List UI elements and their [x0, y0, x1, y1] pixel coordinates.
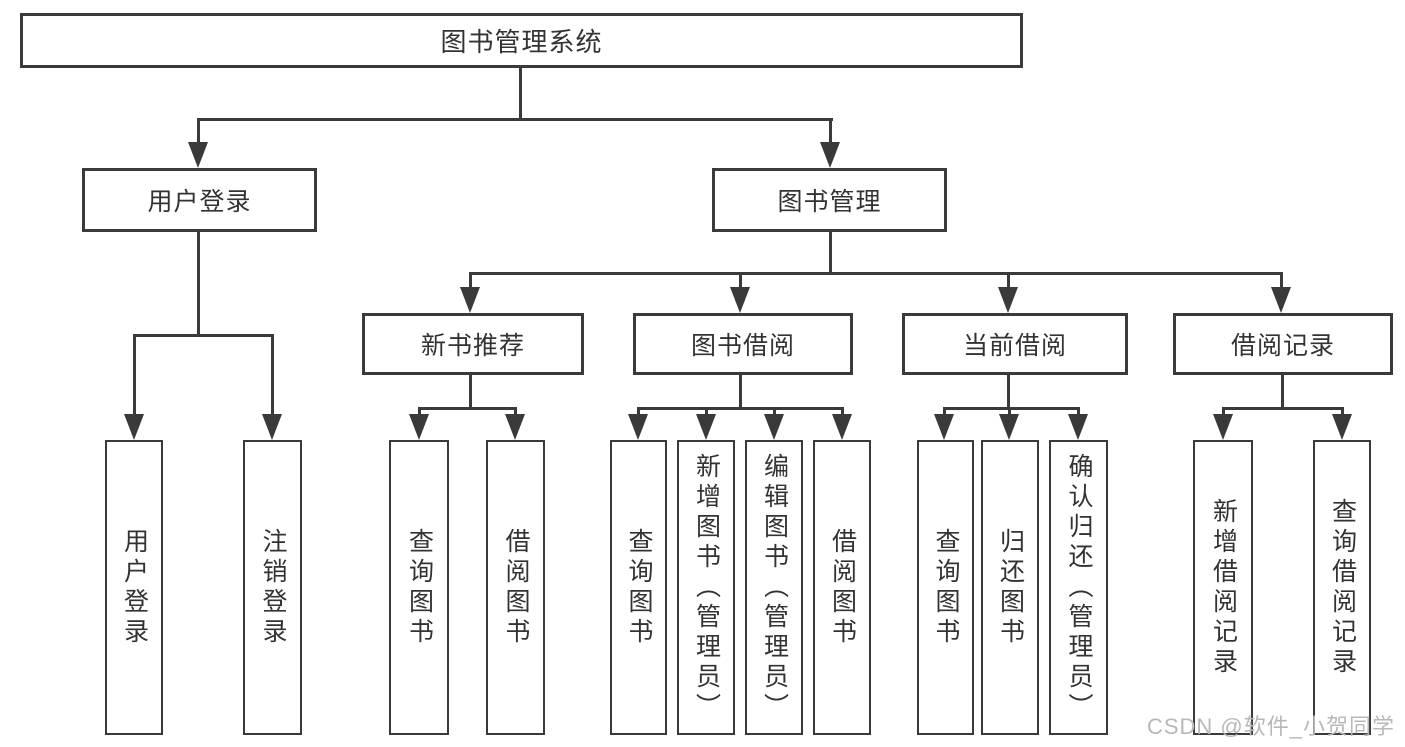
node-new-book-recommend: 新书推荐: [362, 313, 584, 375]
arrow-down-icon: [188, 142, 208, 168]
arrow-down-icon: [730, 287, 750, 313]
leaf-return-books: 归还图书: [981, 440, 1039, 735]
connector-drop: [418, 407, 421, 417]
node-label: 图书管理系统: [440, 27, 603, 57]
node-label: 用户登录: [147, 188, 252, 216]
arrow-down-icon: [696, 414, 716, 440]
connector-drop-leaf-logout: [271, 334, 274, 416]
connector-drop-borrow-records: [1280, 272, 1283, 289]
connector-drop: [841, 407, 844, 417]
connector-drop-book-borrow: [739, 272, 742, 289]
leaf-borrow-books-2: 借阅图书: [813, 440, 871, 735]
leaf-query-books-1: 查询图书: [389, 440, 449, 735]
node-borrow-records: 借阅记录: [1173, 313, 1393, 375]
arrow-down-icon: [460, 287, 480, 313]
connector-drop-new-book: [469, 272, 472, 289]
arrow-down-icon: [1213, 414, 1233, 440]
connector-root-stem: [519, 68, 522, 118]
leaf-borrow-books-1: 借阅图书: [486, 440, 545, 735]
connector-group3-rail: [943, 407, 1080, 410]
leaf-logout-login: 注销登录: [243, 440, 302, 735]
connector-drop: [1077, 407, 1080, 417]
leaf-label: 借阅图书: [828, 527, 857, 648]
connector-group2-stem: [739, 375, 742, 410]
arrow-down-icon: [820, 142, 840, 168]
arrow-down-icon: [628, 414, 648, 440]
node-current-borrow: 当前借阅: [902, 313, 1128, 375]
leaf-query-books-2: 查询图书: [610, 440, 667, 735]
leaf-label: 查询图书: [932, 527, 960, 648]
node-label: 当前借阅: [962, 332, 1067, 360]
leaf-label: 查询图书: [405, 527, 434, 648]
leaf-query-borrow-record: 查询借阅记录: [1313, 440, 1371, 735]
connector-drop: [637, 407, 640, 417]
arrow-down-icon: [1271, 287, 1291, 313]
leaf-edit-books-admin: 编辑图书（管理员）: [745, 440, 803, 735]
leaf-label: 查询图书: [625, 527, 653, 648]
connector-drop-leaf-user-login: [133, 334, 136, 416]
connector-user-login-rail: [133, 334, 274, 337]
leaf-label: 确认归还（管理员）: [1065, 452, 1093, 723]
arrow-down-icon: [1332, 414, 1352, 440]
connector-drop-current-borrow: [1007, 272, 1010, 289]
leaf-query-books-3: 查询图书: [917, 440, 974, 735]
node-label: 借阅记录: [1230, 332, 1335, 360]
leaf-add-borrow-record: 新增借阅记录: [1193, 440, 1253, 735]
node-label: 图书借阅: [690, 332, 795, 360]
arrow-down-icon: [505, 414, 525, 440]
connector-group1-stem: [469, 375, 472, 410]
node-label: 新书推荐: [420, 332, 525, 360]
connector-user-login-stem: [197, 232, 200, 334]
arrow-down-icon: [999, 414, 1019, 440]
connector-group1-rail: [418, 407, 517, 410]
connector-level2-rail: [469, 272, 1283, 275]
connector-drop: [705, 407, 708, 417]
leaf-label: 归还图书: [996, 527, 1025, 648]
arrow-down-icon: [998, 287, 1018, 313]
connector-group2-rail: [637, 407, 844, 410]
connector-drop: [1341, 407, 1344, 417]
connector-group4-stem: [1281, 375, 1284, 410]
leaf-label: 编辑图书（管理员）: [760, 452, 789, 723]
connector-drop-book-management: [829, 118, 832, 144]
connector-drop: [514, 407, 517, 417]
connector-drop: [1222, 407, 1225, 417]
arrow-down-icon: [409, 414, 429, 440]
arrow-down-icon: [934, 414, 954, 440]
node-user-login: 用户登录: [82, 168, 317, 232]
connector-group3-stem: [1007, 375, 1010, 410]
connector-drop: [943, 407, 946, 417]
leaf-label: 用户登录: [120, 527, 149, 648]
connector-drop: [773, 407, 776, 417]
node-book-borrow: 图书借阅: [633, 313, 853, 375]
leaf-label: 注销登录: [259, 527, 287, 648]
connector-drop-user-login: [197, 118, 200, 144]
leaf-label: 查询借阅记录: [1328, 497, 1357, 678]
connector-drop: [1008, 407, 1011, 417]
node-book-management: 图书管理: [712, 168, 947, 232]
leaf-label: 新增借阅记录: [1209, 497, 1238, 678]
watermark-text: CSDN @软件_小贺同学: [1146, 714, 1395, 739]
arrow-down-icon: [1068, 414, 1088, 440]
arrow-down-icon: [124, 414, 144, 440]
node-library-management-system: 图书管理系统: [20, 13, 1023, 68]
connector-group4-rail: [1222, 407, 1344, 410]
connector-level1-rail: [197, 118, 833, 121]
leaf-label: 借阅图书: [502, 527, 530, 648]
node-label: 图书管理: [777, 188, 882, 216]
connector-book-management-stem: [829, 232, 832, 275]
leaf-user-login: 用户登录: [105, 440, 163, 735]
arrow-down-icon: [262, 414, 282, 440]
leaf-label: 新增图书（管理员）: [692, 452, 721, 723]
arrow-down-icon: [832, 414, 852, 440]
leaf-add-books-admin: 新增图书（管理员）: [677, 440, 735, 735]
arrow-down-icon: [764, 414, 784, 440]
leaf-confirm-return-admin: 确认归还（管理员）: [1049, 440, 1108, 735]
